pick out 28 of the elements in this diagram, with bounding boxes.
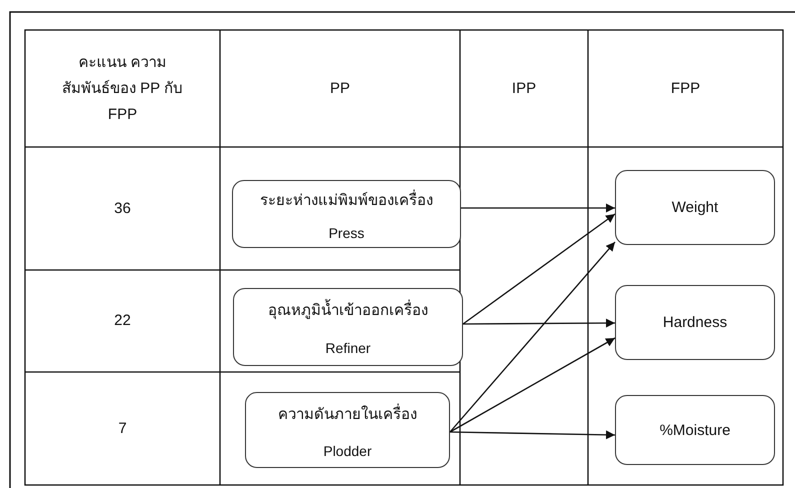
arrow [450,337,616,433]
header-text: คะแนน ความสัมพันธ์ของ PP กับ FPP [60,52,184,124]
box-text: Press [328,224,364,240]
header-text: FPP [670,78,700,98]
header-text: PP [330,78,350,98]
box-title: ระยะห่างแม่พิมพ์ของเครื่อง [260,188,433,210]
arrow [463,318,615,328]
arrow [450,430,616,440]
header-text: IPP [512,78,536,98]
arrow [461,204,615,212]
process-box [615,170,775,245]
box-text: Weight [672,199,718,216]
box-text: Plodder [323,442,372,458]
score-text: 36 [114,198,131,218]
box-title: ความดันภายในเครื่อง [278,402,417,424]
box-text: Hardness [662,314,728,331]
arrow [462,213,616,325]
arrow [450,242,616,432]
process-box [233,288,463,366]
process-box [232,180,461,248]
box-text: %Moisture [660,422,730,438]
box-text: Refiner [325,340,371,356]
process-box [245,392,450,468]
process-box [615,285,775,360]
score-text: 7 [118,418,127,438]
process-box [615,395,775,465]
score-text: 22 [114,311,131,331]
box-title: อุณหภูมิน้ำเข้าออกเครื่อง [268,298,428,322]
